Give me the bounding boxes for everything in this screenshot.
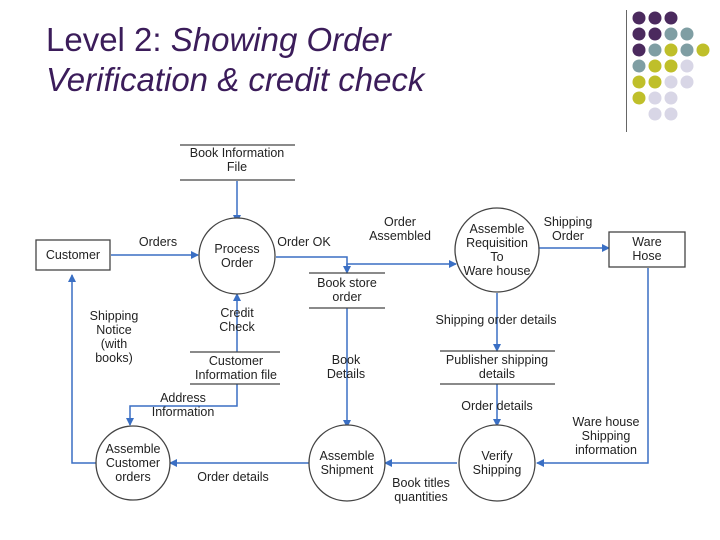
flow-arrows — [68, 181, 649, 467]
decor-dot — [664, 43, 678, 57]
decor-dot — [680, 27, 694, 41]
decor-dot — [648, 59, 662, 73]
decor-dot — [664, 75, 678, 89]
decor-dot — [632, 27, 646, 41]
decor-dot — [632, 75, 646, 89]
entity-customer: Customer — [35, 239, 111, 271]
flow-label-order-ok: Order OK — [277, 235, 331, 249]
decor-dot — [680, 59, 694, 73]
decor-dot — [664, 27, 678, 41]
flow-label-orders: Orders — [139, 235, 177, 249]
decor-dot — [664, 11, 678, 25]
decor-dot — [632, 91, 646, 105]
title-italic-line1: Showing Order — [170, 21, 391, 58]
title-italic-line2: Verification & credit check — [46, 61, 425, 98]
title-plain: Level 2: — [46, 21, 171, 58]
flow-order-ok — [276, 256, 351, 274]
decor-dot — [648, 43, 662, 57]
decor-dot — [664, 107, 678, 121]
flow-warehouse-shipping-info — [536, 268, 649, 467]
decor-dot — [648, 107, 662, 121]
slide-title: Level 2: Showing Order Verification & cr… — [46, 20, 424, 100]
flow-order-assembled — [346, 260, 457, 273]
decor-dot — [696, 43, 710, 57]
decor-dot-grid — [632, 11, 710, 121]
decor-dot — [664, 91, 678, 105]
decor-divider — [626, 10, 627, 132]
decor-dot — [680, 75, 694, 89]
decor-dot — [632, 59, 646, 73]
flow-shipping-notice — [68, 274, 96, 464]
decor-dot — [648, 27, 662, 41]
entity-customer-label: Customer — [46, 248, 100, 262]
decor-dot — [632, 11, 646, 25]
flow-label-shipping-order-details: Shipping order details — [436, 313, 557, 327]
decor-dots — [632, 11, 710, 121]
flow-label-order-details-bottom: Order details — [197, 470, 269, 484]
decor-dot — [648, 91, 662, 105]
decor-dot — [680, 43, 694, 57]
decor-dot — [648, 75, 662, 89]
decor-dot — [664, 59, 678, 73]
decor-dot — [632, 43, 646, 57]
decor-dot — [648, 11, 662, 25]
flow-label-order-details-publisher: Order details — [461, 399, 533, 413]
flow-address-information — [126, 384, 238, 426]
